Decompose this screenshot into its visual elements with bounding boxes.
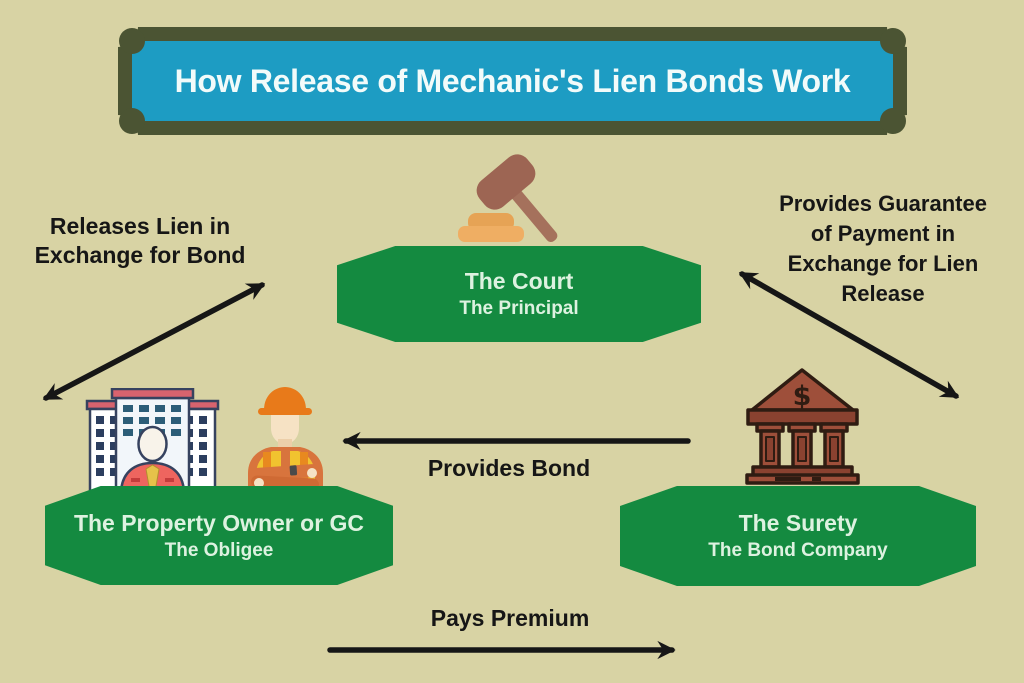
label-line: Exchange for Bond	[34, 242, 246, 268]
node-court-title: The Court	[464, 268, 574, 294]
page-title: How Release of Mechanic's Lien Bonds Wor…	[174, 62, 851, 99]
arrow-releases-lien	[42, 282, 266, 401]
title-banner-inner: How Release of Mechanic's Lien Bonds Wor…	[119, 28, 906, 134]
node-surety-subtitle: The Bond Company	[708, 540, 888, 561]
banner-inner-notch	[880, 28, 906, 54]
svg-text:$: $	[793, 381, 812, 412]
label-releases-lien: Releases Lien in Exchange for Bond	[10, 212, 270, 270]
label-pays-premium: Pays Premium	[400, 604, 620, 632]
label-line: Exchange for Lien	[787, 251, 979, 276]
label-line: Release	[841, 281, 925, 306]
node-court-subtitle: The Principal	[459, 298, 579, 319]
bank-icon: $	[745, 368, 860, 485]
node-property-owner-subtitle: The Obligee	[164, 539, 274, 561]
label-line: Pays Premium	[430, 605, 590, 631]
banner-inner-notch	[119, 28, 145, 54]
node-surety: The Surety The Bond Company	[620, 486, 976, 586]
label-line: Provides Bond	[427, 455, 591, 481]
node-court: The Court The Principal	[337, 246, 701, 342]
office-building-owner-icon	[85, 388, 220, 494]
title-banner: How Release of Mechanic's Lien Bonds Wor…	[98, 7, 927, 155]
label-line: of Payment in	[810, 221, 956, 246]
gavel-icon	[458, 154, 558, 243]
banner-inner-notch	[880, 108, 906, 134]
node-surety-title: The Surety	[738, 510, 858, 536]
label-provides-guarantee: Provides Guarantee of Payment in Exchang…	[748, 189, 1018, 309]
node-property-owner-title: The Property Owner or GC	[73, 509, 365, 536]
label-provides-bond: Provides Bond	[399, 454, 619, 482]
construction-worker-icon	[248, 387, 323, 500]
banner-inner-notch	[119, 108, 145, 134]
label-line: Releases Lien in	[49, 213, 231, 239]
label-line: Provides Guarantee	[779, 191, 987, 216]
node-property-owner: The Property Owner or GC The Obligee	[45, 486, 393, 585]
